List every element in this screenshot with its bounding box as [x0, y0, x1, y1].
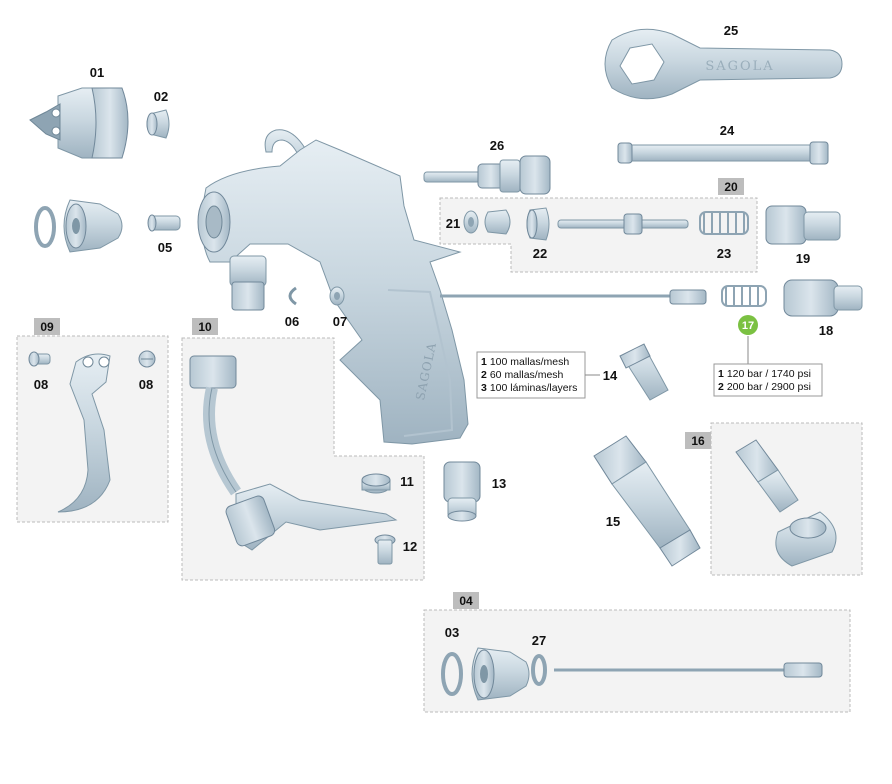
label-18: 18 — [819, 323, 833, 338]
nozzle-part-04 — [471, 647, 530, 701]
label-27: 27 — [532, 633, 546, 648]
trigger-part-09 — [57, 353, 111, 513]
label-25: 25 — [724, 23, 738, 38]
label-01: 01 — [90, 65, 104, 80]
air-cap-part-01 — [29, 87, 129, 159]
group-16-parts — [735, 439, 837, 567]
label-03: 03 — [445, 625, 459, 640]
oring-part-03 — [441, 652, 463, 696]
label-05: 05 — [158, 240, 172, 255]
filter-text-3: 100 láminas/layers — [490, 382, 578, 394]
label-19: 19 — [796, 251, 810, 266]
part-19 — [765, 205, 841, 245]
label-07: 07 — [333, 314, 347, 329]
label-08-left: 08 — [34, 377, 48, 392]
pin-part-08-left — [28, 351, 51, 367]
filter-num-2: 2 — [481, 369, 487, 381]
part-02 — [146, 109, 170, 139]
pin-part-08-right — [138, 350, 156, 368]
part-05 — [147, 214, 181, 232]
part-26 — [423, 155, 551, 195]
group-label-20: 20 — [724, 180, 738, 194]
label-11: 11 — [400, 474, 414, 489]
label-21: 21 — [446, 216, 460, 231]
label-22: 22 — [533, 246, 547, 261]
pressure-text-1: 120 bar / 1740 psi — [727, 368, 811, 380]
svg-text:260 mallas/mesh: 260 mallas/mesh — [481, 369, 564, 381]
label-15: 15 — [606, 514, 620, 529]
label-17: 17 — [742, 320, 754, 332]
needle-part-04 — [554, 662, 823, 678]
label-26: 26 — [490, 138, 504, 153]
filter-text-2: 60 mallas/mesh — [490, 369, 564, 381]
label-14: 14 — [603, 368, 618, 383]
oring-part-27 — [531, 654, 547, 686]
badge-17: 17 — [738, 315, 758, 335]
label-02: 02 — [154, 89, 168, 104]
part-15 — [593, 435, 701, 567]
label-13: 13 — [492, 476, 506, 491]
part-13 — [443, 461, 481, 522]
part-21 — [463, 209, 511, 235]
label-23: 23 — [717, 246, 731, 261]
long-needle — [440, 289, 707, 305]
spring-part-23 — [699, 211, 749, 235]
filter-num-1: 1 — [481, 356, 487, 368]
part-22 — [526, 207, 550, 241]
shaft-part-24 — [617, 141, 829, 165]
pressure-text-2: 200 bar / 2900 psi — [727, 381, 811, 393]
part-18 — [783, 279, 863, 317]
pressure-num-2: 2 — [718, 381, 724, 393]
part-07 — [329, 286, 345, 306]
wrench-engraving: SAGOLA — [705, 59, 774, 74]
group-label-16: 16 — [691, 434, 705, 448]
pressure-num-1: 1 — [718, 368, 724, 380]
group-label-10: 10 — [198, 320, 212, 334]
part-11 — [361, 473, 391, 494]
label-06: 06 — [285, 314, 299, 329]
group-box-20: 20 — [439, 178, 758, 273]
spring-part-17 — [721, 285, 767, 307]
filter-text-1: 100 mallas/mesh — [490, 356, 570, 368]
clip-part-06 — [288, 286, 297, 306]
filter-num-3: 3 — [481, 382, 487, 394]
label-08-right: 08 — [139, 377, 153, 392]
group-label-09: 09 — [40, 320, 54, 334]
group-label-04: 04 — [459, 594, 473, 608]
nozzle-assembly-left — [34, 199, 123, 253]
screw-part-12 — [374, 534, 396, 565]
label-12: 12 — [403, 539, 417, 554]
fluid-tube-part-10 — [189, 355, 398, 551]
needle-rod-20 — [557, 213, 689, 235]
wrench-part-25: SAGOLA — [604, 28, 843, 100]
label-24: 24 — [720, 123, 735, 138]
filter-part-14 — [619, 343, 669, 401]
